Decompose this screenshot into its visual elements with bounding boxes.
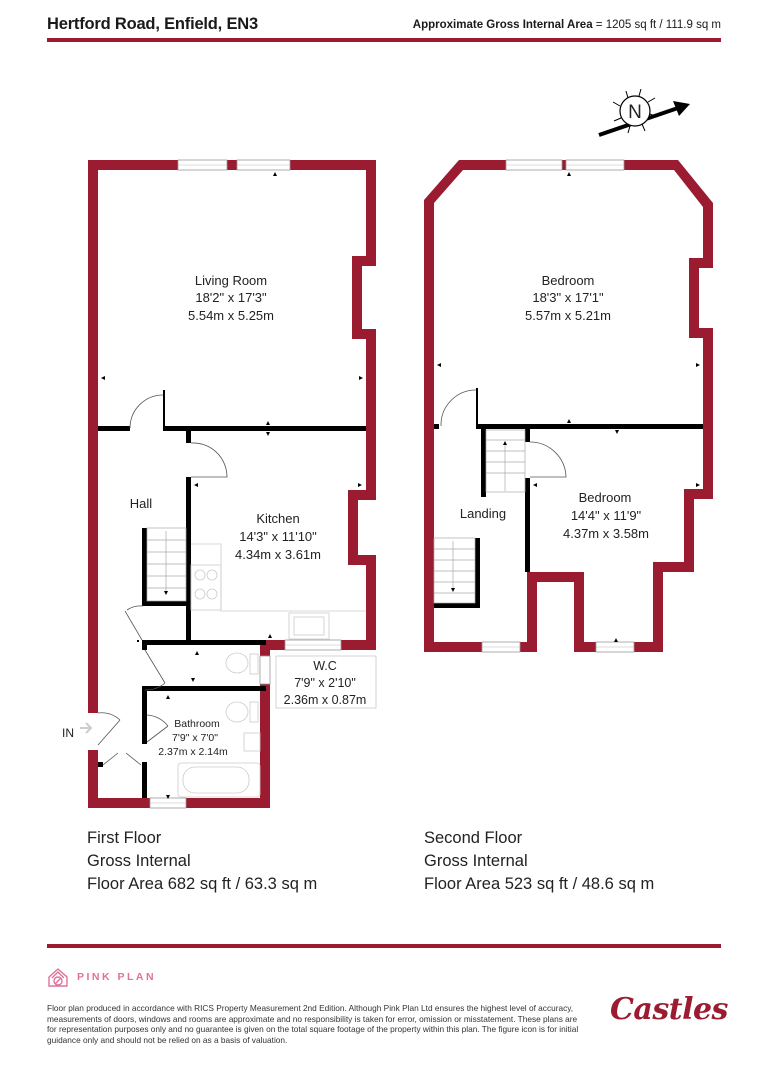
gross-area: Approximate Gross Internal Area = 1205 s… — [413, 19, 721, 31]
second-floor-gross: Gross Internal — [424, 852, 528, 870]
pink-plan-logo: PINK PLAN — [47, 966, 156, 988]
second-floor-name: Second Floor — [424, 829, 523, 847]
entrance-label: IN — [62, 726, 74, 740]
first-floor-name: First Floor — [87, 829, 162, 847]
second-floor-area: Floor Area 523 sq ft / 48.6 sq m — [424, 875, 655, 893]
second-floor-summary: Second Floor Gross Internal Floor Area 5… — [424, 827, 654, 896]
bedroom-1-metric: 5.57m x 5.21m — [525, 308, 611, 323]
first-floor-summary: First Floor Gross Internal Floor Area 68… — [87, 827, 317, 896]
bedroom-2-label: Bedroom — [579, 490, 632, 505]
pink-plan-brand: PINK PLAN — [77, 971, 157, 983]
footer-divider — [47, 944, 721, 948]
disclaimer-text: Floor plan produced in accordance with R… — [47, 1003, 579, 1045]
page-header: Hertford Road, Enfield, EN3 Approximate … — [47, 12, 721, 42]
north-arrow-icon — [598, 88, 690, 137]
kitchen-imperial: 14'3" x 11'10" — [239, 529, 317, 544]
bedroom-2-imperial: 14'4" x 11'9" — [571, 508, 642, 523]
bathroom-imperial: 7'9" x 7'0" — [172, 732, 218, 744]
living-room-imperial: 18'2" x 17'3" — [195, 290, 267, 305]
floor-plan-drawing: N — [62, 88, 713, 809]
wc-imperial: 7'9" x 2'10" — [294, 676, 356, 690]
castles-agent-logo: Castles — [610, 992, 728, 1027]
gross-area-label: Approximate Gross Internal Area — [412, 19, 593, 31]
wc-metric: 2.36m x 0.87m — [284, 693, 367, 707]
hall-label: Hall — [130, 496, 153, 511]
bathroom-metric: 2.37m x 2.14m — [158, 746, 228, 758]
first-floor-plan — [80, 159, 377, 809]
compass-label: N — [628, 102, 642, 123]
living-room-metric: 5.54m x 5.25m — [188, 308, 274, 323]
pink-plan-house-icon — [48, 968, 68, 987]
kitchen-metric: 4.34m x 3.61m — [235, 547, 321, 562]
gross-area-value: = 1205 sq ft / 111.9 sq m — [595, 19, 721, 31]
second-floor-plan — [424, 159, 713, 653]
bedroom-1-imperial: 18'3" x 17'1" — [532, 290, 604, 305]
header-divider — [47, 38, 721, 42]
bedroom-2-metric: 4.37m x 3.58m — [563, 526, 649, 541]
wc-label: W.C — [313, 659, 337, 673]
living-room-label: Living Room — [195, 273, 267, 288]
property-address: Hertford Road, Enfield, EN3 — [47, 15, 258, 33]
bedroom-1-label: Bedroom — [542, 273, 595, 288]
entrance-arrow-icon — [80, 722, 93, 734]
first-floor-gross: Gross Internal — [87, 852, 191, 870]
bathroom-label: Bathroom — [174, 718, 220, 730]
landing-label: Landing — [460, 506, 506, 521]
first-floor-area: Floor Area 682 sq ft / 63.3 sq m — [87, 875, 318, 893]
kitchen-label: Kitchen — [256, 511, 299, 526]
